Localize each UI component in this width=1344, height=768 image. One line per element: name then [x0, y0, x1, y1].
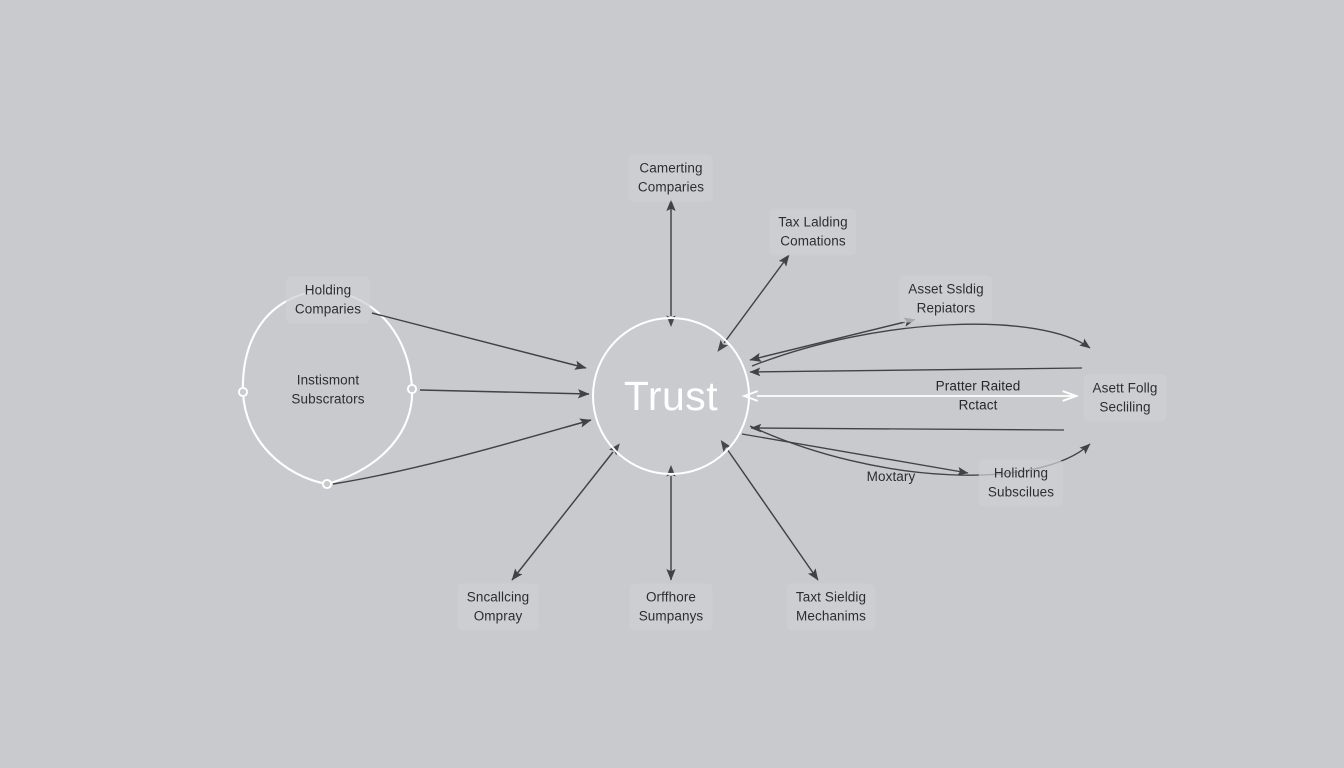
cluster-handle-right[interactable]	[406, 383, 418, 395]
node-label-line2: Secliling	[1099, 399, 1151, 414]
cluster-label-holding-companies[interactable]: Holding Comparies	[285, 276, 371, 324]
node-label-line1: Orffhore	[645, 589, 697, 605]
edge-trust-curve-top-asett	[751, 323, 1091, 367]
edge-asset-ssldig-to-trust	[749, 317, 916, 362]
edge-trust-tax-lalding	[717, 254, 790, 352]
node-label-line2: Ompray	[473, 608, 523, 623]
node-asset-ssldig-repiators[interactable]: Asset Ssldig Repiators	[899, 275, 993, 323]
cluster-label-line1: Holding	[304, 282, 352, 298]
node-label-line1: Camerting	[639, 160, 703, 176]
node-orffhore-sumpanys[interactable]: Orffhore Sumpanys	[629, 583, 713, 631]
edge-holding-to-trust	[371, 312, 587, 370]
edge-label-moxtary: Moxtary	[867, 468, 916, 487]
node-label-line2: Sumpanys	[638, 608, 704, 623]
node-label-line2: Mechanims	[796, 608, 866, 623]
node-asett-follg-secliling[interactable]: Asett Follg Secliling	[1083, 374, 1167, 422]
node-label-line1: Asset Ssldig	[908, 281, 984, 297]
node-label-line1: Tax Lalding	[778, 214, 848, 230]
node-tax-lalding-comations[interactable]: Tax Lalding Comations	[769, 208, 857, 256]
node-sncallcing-ompray[interactable]: Sncallcing Ompray	[457, 583, 539, 631]
edge-subscrators-to-trust	[419, 389, 590, 399]
edge-trust-taxt-sieldig	[720, 439, 819, 581]
hub-node-trust[interactable]: Trust	[592, 317, 750, 475]
cluster-label-line2: Subscrators	[291, 391, 365, 406]
node-label-line1: Taxt Sieldig	[795, 589, 867, 605]
node-label-line2: Subscilues	[987, 484, 1055, 499]
node-label-line2: Repiators	[916, 300, 976, 315]
cluster-handle-bottom[interactable]	[321, 478, 333, 490]
edge-label-line2: Rctact	[958, 397, 998, 412]
node-label-line2: Comations	[780, 233, 846, 248]
edge-label-line1: Moxtary	[866, 468, 916, 484]
cluster-label-line2: Comparies	[294, 301, 362, 316]
edge-asett-upper-to-trust	[749, 367, 1083, 377]
cluster-label-line1: Instismont	[296, 372, 360, 388]
edge-label-pratter-raited-rctact: Pratter Raited Rctact	[936, 378, 1021, 415]
node-holidring-subscilues[interactable]: Holidring Subscilues	[978, 459, 1064, 507]
edge-trust-sncallcing	[511, 443, 620, 581]
hub-label: Trust	[623, 372, 719, 419]
node-label-line2: Comparies	[637, 179, 705, 194]
edge-cluster-bottom-to-trust	[332, 418, 592, 485]
node-label-line1: Holidring	[993, 465, 1049, 481]
edge-holidring-to-trust	[750, 423, 1065, 433]
cluster-label-instisment-subscrators[interactable]: Instismont Subscrators	[291, 372, 364, 409]
node-camerting-comparies[interactable]: Camerting Comparies	[628, 154, 714, 202]
edge-label-line1: Pratter Raited	[935, 378, 1021, 394]
cluster-handle-left[interactable]	[237, 386, 249, 398]
node-taxt-sieldig-mechanims[interactable]: Taxt Sieldig Mechanims	[786, 583, 876, 631]
node-label-line1: Asett Follg	[1092, 380, 1158, 396]
edge-moxtary-to-holidring	[741, 433, 969, 476]
node-label-line1: Sncallcing	[466, 589, 530, 605]
